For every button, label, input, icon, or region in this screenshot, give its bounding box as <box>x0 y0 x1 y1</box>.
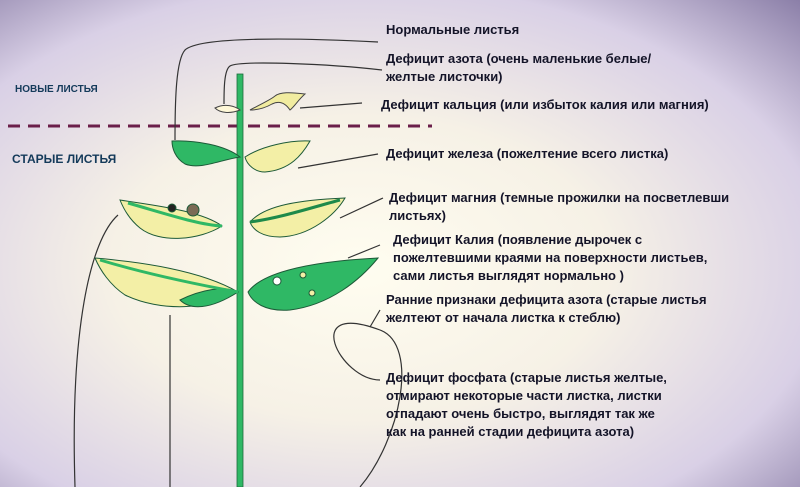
label-line: Нормальные листья <box>386 22 520 37</box>
leaf-calcium-small <box>214 104 241 113</box>
zone-label-new-leaves: НОВЫЕ ЛИСТЬЯ <box>15 84 98 95</box>
label-line: Дефицит железа (пожелтение всего листка) <box>386 146 669 161</box>
label-line: пожелтевшими краями на поверхности листь… <box>393 250 708 265</box>
leaf-calcium <box>249 92 307 111</box>
label-magnesium: Дефицит магния (темные прожилки на посве… <box>389 189 729 225</box>
label-line: сами листья выглядят нормально ) <box>393 268 624 283</box>
connector-lines <box>73 38 403 487</box>
label-line: Дефицит кальция (или избыток калия или м… <box>381 97 709 112</box>
label-early-nitrogen: Ранние признаки дефицита азота (старые л… <box>386 291 707 327</box>
label-potassium: Дефицит Калия (появление дырочек с пожел… <box>393 231 707 285</box>
label-line: желтые листочки) <box>386 69 503 84</box>
label-line: Ранние признаки дефицита азота (старые л… <box>386 292 707 307</box>
label-line: желтеют от начала листка к стеблю) <box>386 310 621 325</box>
leaf-iron <box>244 140 311 173</box>
stem <box>236 73 244 487</box>
label-nitrogen: Дефицит азота (очень маленькие белые/ же… <box>386 50 651 86</box>
label-normal: Нормальные листья <box>386 21 519 39</box>
label-line: отпадают очень быстро, выглядят так же <box>386 406 655 421</box>
label-line: Дефицит азота (очень маленькие белые/ <box>386 51 652 66</box>
label-line: Дефицит фосфата (старые листья желтые, <box>386 370 667 385</box>
label-line: как на ранней стадии дефицита азота) <box>386 424 635 439</box>
leaf-magnesium <box>249 197 346 238</box>
leaf-potassium <box>247 257 380 311</box>
label-phosphate: Дефицит фосфата (старые листья желтые, о… <box>386 369 667 441</box>
label-line: листьях) <box>389 208 446 223</box>
leaf-normal <box>171 140 242 167</box>
label-calcium: Дефицит кальция (или избыток калия или м… <box>381 96 709 114</box>
label-line: отмирают некоторые части листка, листки <box>386 388 662 403</box>
label-line: Дефицит Калия (появление дырочек с <box>393 232 643 247</box>
label-line: Дефицит магния (темные прожилки на посве… <box>389 190 730 205</box>
label-iron: Дефицит железа (пожелтение всего листка) <box>386 145 668 163</box>
zone-label-old-leaves: СТАРЫЕ ЛИСТЬЯ <box>12 152 117 166</box>
